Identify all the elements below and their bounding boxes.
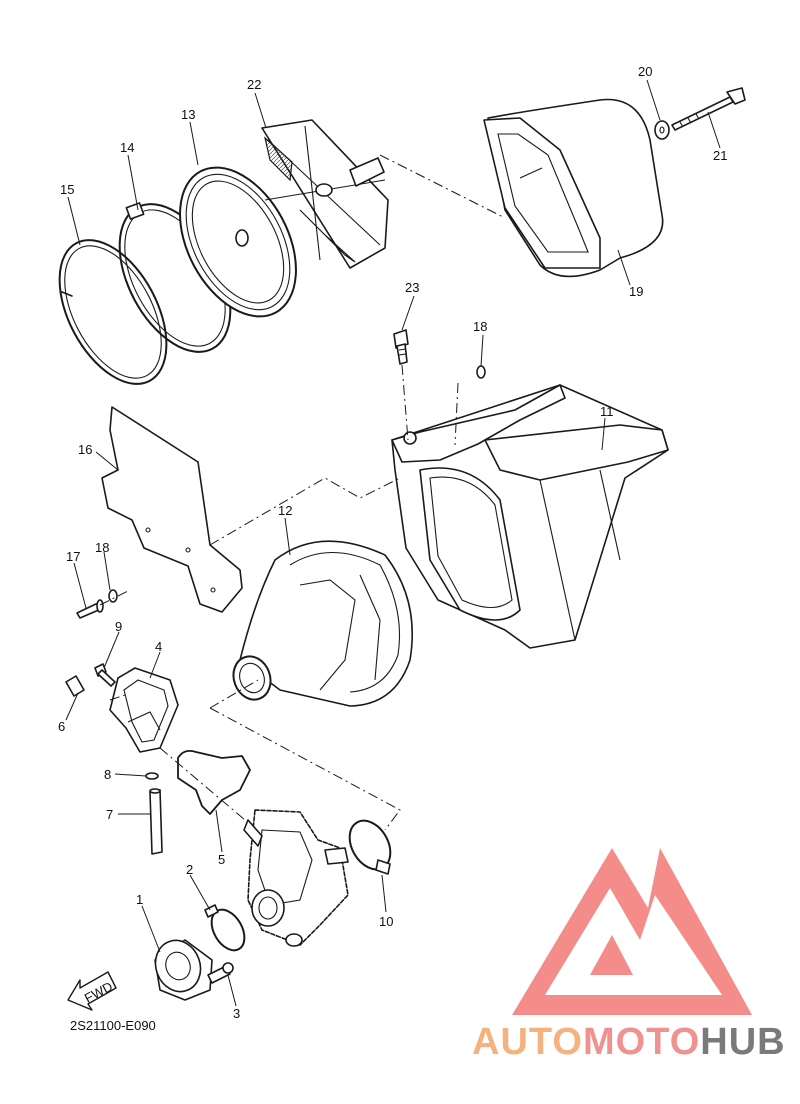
callout-18-upper: 18 xyxy=(473,319,487,334)
part-17-pin xyxy=(76,599,104,619)
callout-14: 14 xyxy=(120,140,134,155)
part-13-air-filter xyxy=(179,166,297,318)
part-12-intake-boot xyxy=(232,540,413,707)
callout-4: 4 xyxy=(155,639,162,654)
callout-8: 8 xyxy=(104,767,111,782)
forward-label: FWD xyxy=(82,979,115,1006)
part-18-grommet-upper xyxy=(476,365,486,379)
callout-23: 23 xyxy=(405,280,419,295)
part-9-screw xyxy=(94,663,116,687)
part-19-cover xyxy=(483,98,664,278)
diagram-code: 2S21100-E090 xyxy=(70,1018,156,1033)
callout-7: 7 xyxy=(106,807,113,822)
forward-direction-icon: FWD xyxy=(67,971,117,1011)
callout-10: 10 xyxy=(379,914,393,929)
part-2-clamp xyxy=(204,904,246,952)
watermark-text: AUTOMOTOHUB xyxy=(472,1021,786,1063)
callout-20: 20 xyxy=(638,64,652,79)
part-16-plate xyxy=(101,406,243,613)
callout-16: 16 xyxy=(78,442,92,457)
part-22-filter-cage xyxy=(261,119,389,269)
watermark-moto: MOTO xyxy=(583,1021,700,1063)
callout-19: 19 xyxy=(629,284,643,299)
callout-11: 11 xyxy=(600,404,614,419)
part-18-grommet-lower xyxy=(108,589,118,603)
part-4-bracket xyxy=(109,667,179,753)
part-5-hose xyxy=(177,749,251,815)
part-15-band xyxy=(58,239,168,385)
part-11-air-box xyxy=(391,384,669,649)
part-20-washer xyxy=(654,120,670,140)
callout-6: 6 xyxy=(58,719,65,734)
part-3-screw xyxy=(207,962,234,984)
part-7-pipe xyxy=(149,788,163,855)
part-1-joint xyxy=(154,939,213,1001)
callout-2: 2 xyxy=(186,862,193,877)
part-8-clip xyxy=(145,772,159,780)
part-23-bolt xyxy=(393,329,409,365)
part-10-clamp xyxy=(348,819,392,875)
callout-21: 21 xyxy=(713,148,727,163)
callout-5: 5 xyxy=(218,852,225,867)
callout-12: 12 xyxy=(278,503,292,518)
throttle-body xyxy=(243,809,349,947)
callout-9: 9 xyxy=(115,619,122,634)
callout-15: 15 xyxy=(60,182,74,197)
callout-3: 3 xyxy=(233,1006,240,1021)
callout-18-lower: 18 xyxy=(95,540,109,555)
part-21-wing-bolt xyxy=(671,87,746,131)
callout-17: 17 xyxy=(66,549,80,564)
leader-lines xyxy=(65,79,721,1007)
callout-labels: 1 2 3 4 5 6 7 8 9 10 11 12 13 14 15 16 1… xyxy=(58,64,727,1021)
callout-22: 22 xyxy=(247,77,261,92)
callout-13: 13 xyxy=(181,107,195,122)
part-6-fitting xyxy=(65,675,85,697)
callout-1: 1 xyxy=(136,892,143,907)
watermark-logo xyxy=(512,848,752,1015)
watermark-auto: AUTO xyxy=(472,1021,583,1063)
watermark-hub: HUB xyxy=(700,1021,785,1063)
